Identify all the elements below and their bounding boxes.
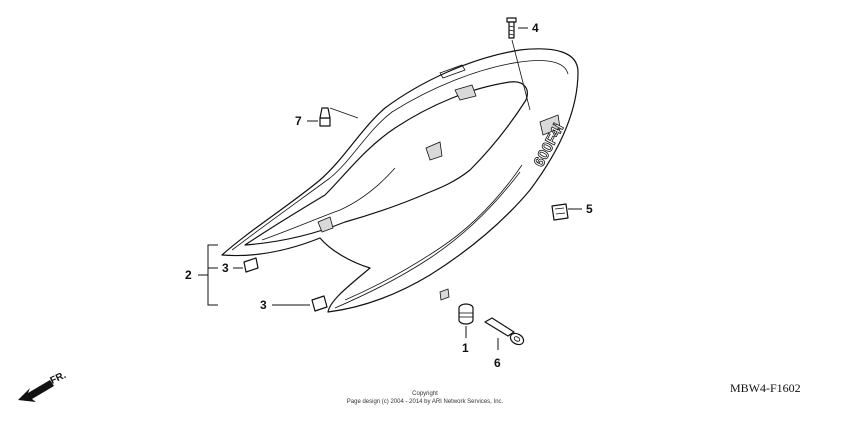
callout-3b: 3 (260, 298, 267, 312)
bracket-2 (207, 244, 218, 306)
callout-5: 5 (586, 202, 593, 216)
grommet-part-5 (551, 203, 569, 221)
clip-part-7 (319, 107, 331, 127)
rear-cowl-part (221, 48, 579, 313)
front-direction-arrow-icon: FR. (18, 370, 68, 402)
front-direction-label: FR. (49, 370, 68, 387)
bolt-part-6 (484, 317, 525, 346)
callout-1: 1 (462, 341, 469, 355)
cushion-part-3b (311, 295, 328, 312)
copyright-line-1: Copyright (412, 391, 438, 397)
diagram-code: MBW4-F1602 (730, 381, 801, 395)
callout-4: 4 (532, 21, 539, 35)
spacer-part-1 (458, 303, 474, 325)
callout-6: 6 (494, 356, 501, 370)
assembly-line-7 (329, 107, 359, 119)
callout-3a: 3 (222, 261, 229, 275)
callout-7: 7 (295, 114, 302, 128)
cushion-part-3a (243, 257, 259, 273)
copyright-line-2: Page design (c) 2004 - 2014 by ARI Netwo… (347, 399, 504, 405)
callout-2: 2 (185, 268, 192, 282)
assembly-line-4 (511, 39, 531, 111)
screw-part-4 (506, 17, 517, 39)
